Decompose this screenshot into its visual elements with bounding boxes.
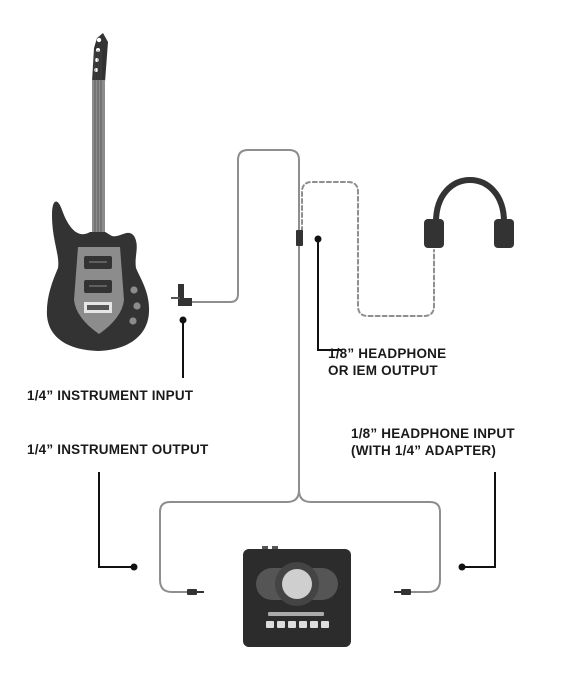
label-text: 1/4” INSTRUMENT OUTPUT xyxy=(27,442,209,457)
label-text: 1/4” INSTRUMENT INPUT xyxy=(27,388,194,403)
label-instrument-input: 1/4” INSTRUMENT INPUT xyxy=(27,387,193,404)
cables xyxy=(159,149,441,593)
leader-instrument-output xyxy=(98,472,133,568)
headphone-output-cable xyxy=(301,181,435,317)
leader-headphone-input xyxy=(463,472,496,568)
trunk-cable-right xyxy=(298,489,312,503)
audio-interface-icon xyxy=(243,546,351,647)
label-headphone-output: 1/8” HEADPHONE OR IEM OUTPUT xyxy=(328,345,446,379)
connectors xyxy=(171,230,411,595)
instrument-output-cable xyxy=(159,501,288,593)
electric-guitar-icon xyxy=(46,33,150,351)
label-instrument-output: 1/4” INSTRUMENT OUTPUT xyxy=(27,441,208,458)
leader-headphone-output xyxy=(317,240,342,351)
leader-lines xyxy=(98,240,496,568)
label-headphone-input: 1/8” HEADPHONE INPUT (WITH 1/4” ADAPTER) xyxy=(351,425,515,459)
headphones-icon xyxy=(424,177,514,248)
leader-dots xyxy=(130,235,466,571)
label-line: (WITH 1/4” ADAPTER) xyxy=(351,443,497,458)
headphone-input-cable xyxy=(310,501,441,593)
label-line: 1/8” HEADPHONE INPUT xyxy=(351,426,515,441)
trunk-cable xyxy=(286,244,300,503)
instrument-cable xyxy=(184,149,300,303)
label-line: OR IEM OUTPUT xyxy=(328,363,438,378)
label-line: 1/8” HEADPHONE xyxy=(328,346,447,361)
